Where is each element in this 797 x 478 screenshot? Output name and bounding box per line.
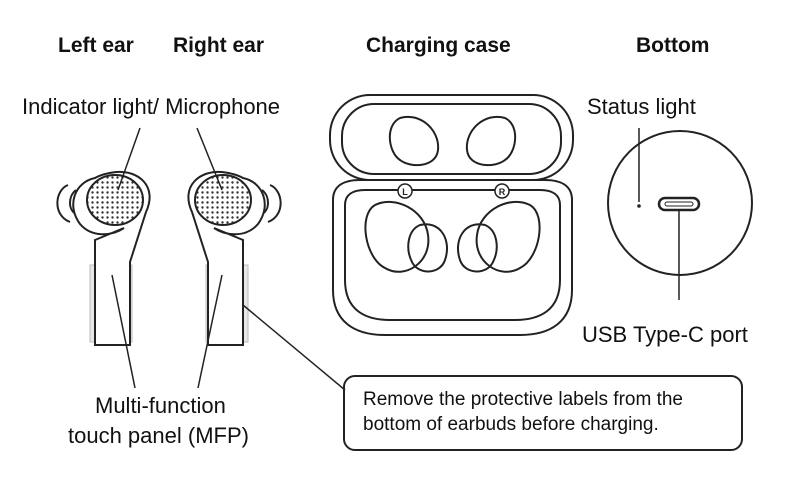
left-ear-heading: Left ear xyxy=(58,34,134,57)
protective-labels-note: Remove the protective labels from the bo… xyxy=(343,375,743,451)
mfp-label-line1: Multi-function xyxy=(95,393,226,418)
mfp-label-line2: touch panel (MFP) xyxy=(68,423,249,448)
bottom-leader-lines xyxy=(638,128,680,300)
case-lid xyxy=(329,94,574,181)
left-ear-tip xyxy=(56,184,71,223)
leader-lines xyxy=(111,127,346,391)
bottom-heading: Bottom xyxy=(636,34,710,57)
status-light-label: Status light xyxy=(587,94,696,119)
case-base xyxy=(332,179,573,336)
right-microphone-grille xyxy=(194,174,252,226)
bottom-view-circle xyxy=(607,130,753,276)
right-ear-heading: Right ear xyxy=(173,34,265,57)
charging-case-heading: Charging case xyxy=(366,34,511,57)
bottom-view xyxy=(607,130,753,276)
case-right-marker-text: R xyxy=(499,187,506,197)
note-line2: bottom of earbuds before charging. xyxy=(363,414,659,435)
case-left-marker xyxy=(397,183,413,199)
left-microphone-grille xyxy=(86,174,144,226)
case-left-marker-text: L xyxy=(402,187,408,197)
case-lid-cavity-right xyxy=(465,115,517,167)
indicator-microphone-label: Indicator light/ Microphone xyxy=(22,94,281,119)
right-earbud xyxy=(187,170,282,346)
right-ear-tip xyxy=(267,184,282,223)
charging-case xyxy=(329,94,574,336)
usb-port-label: USB Type-C port xyxy=(582,322,748,347)
case-lid-cavity-left xyxy=(388,115,440,167)
case-right-marker xyxy=(494,183,510,199)
status-light-dot xyxy=(637,204,641,208)
left-earbud xyxy=(56,170,151,346)
note-line1: Remove the protective labels from the xyxy=(363,389,683,410)
